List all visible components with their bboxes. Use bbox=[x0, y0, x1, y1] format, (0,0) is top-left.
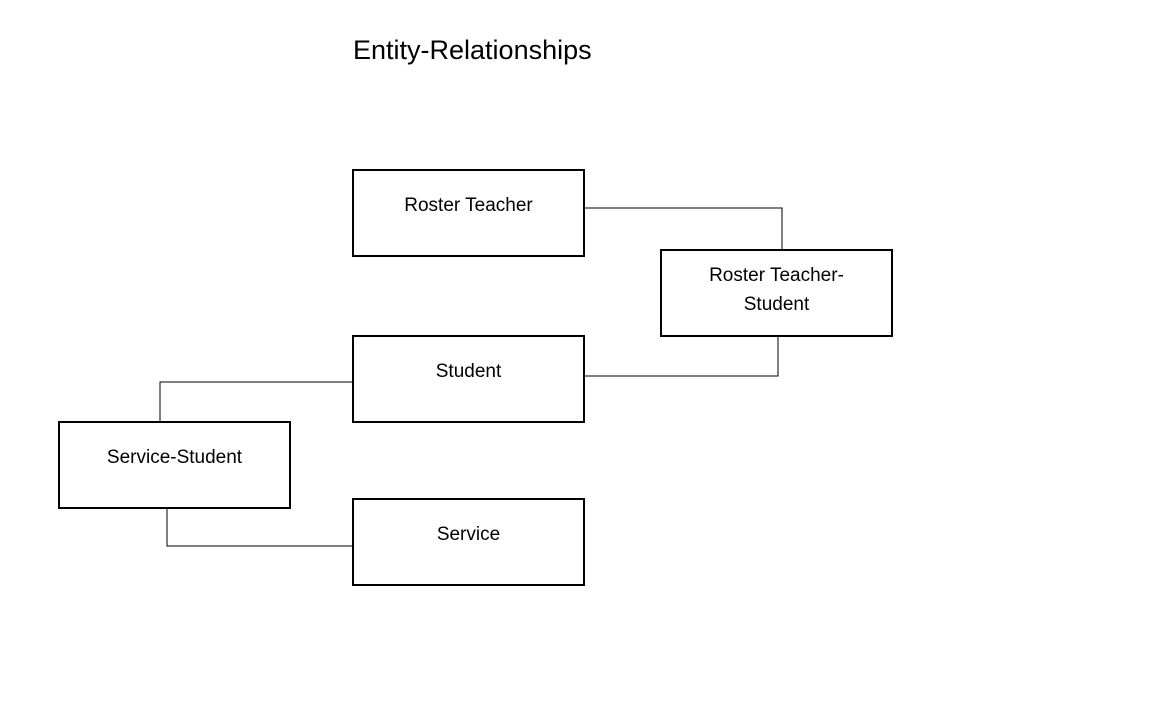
connector-roster-teacher-to-roster-teacher-student bbox=[585, 207, 783, 249]
entity-service[interactable]: Service bbox=[352, 498, 585, 586]
entity-label: Service bbox=[436, 524, 501, 545]
entity-roster-teacher[interactable]: Roster Teacher bbox=[352, 169, 585, 257]
entity-label: Service-Student bbox=[106, 447, 243, 468]
connector-student-to-service-student bbox=[159, 381, 352, 421]
entity-label: Roster Teacher bbox=[404, 195, 533, 216]
connector-service-student-to-service bbox=[166, 509, 352, 547]
entity-label: Roster Teacher- Student bbox=[709, 265, 844, 315]
entity-student[interactable]: Student bbox=[352, 335, 585, 423]
entity-label: Student bbox=[435, 361, 502, 382]
connector-roster-teacher-student-to-student bbox=[585, 337, 779, 377]
page-title: Entity-Relationships bbox=[353, 35, 592, 65]
entity-service-student[interactable]: Service-Student bbox=[58, 421, 291, 509]
entity-roster-teacher-student[interactable]: Roster Teacher- Student bbox=[660, 249, 893, 337]
